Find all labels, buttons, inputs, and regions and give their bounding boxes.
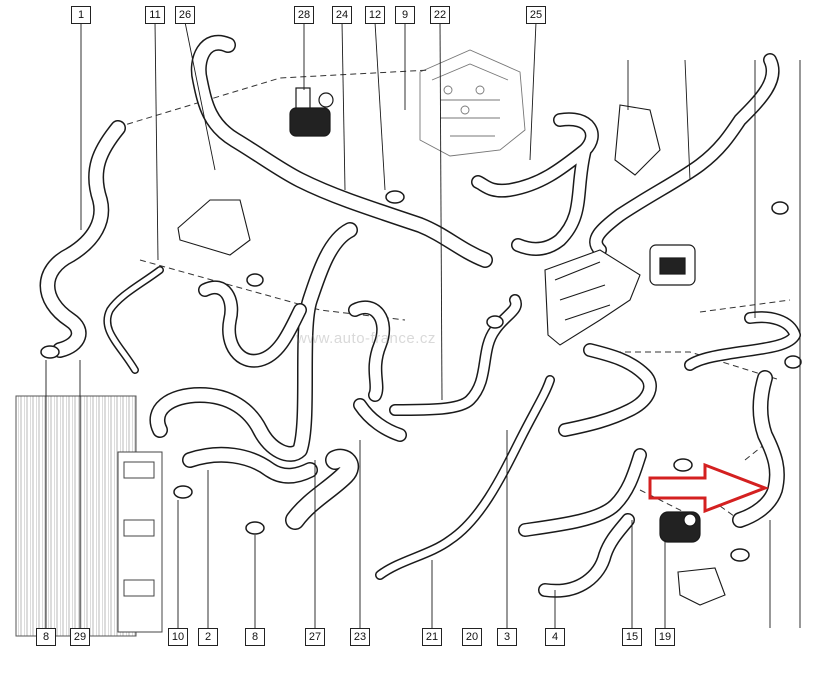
- watermark: www.auto-france.cz: [296, 330, 436, 347]
- leader-lines: [45, 21, 801, 628]
- highlight-arrow: [648, 462, 770, 514]
- bracket-19: [677, 567, 726, 606]
- clamps: [40, 190, 802, 562]
- callout-28: 28: [294, 6, 314, 24]
- engine-block: [419, 49, 526, 157]
- callout-27: 27: [305, 628, 325, 646]
- callout-3: 3: [497, 628, 517, 646]
- callout-20: 20: [462, 628, 482, 646]
- callout-29: 29: [70, 628, 90, 646]
- callout-8-left: 8: [36, 628, 56, 646]
- callout-2: 2: [198, 628, 218, 646]
- callout-26: 26: [175, 6, 195, 24]
- callout-23: 23: [350, 628, 370, 646]
- callout-4: 4: [545, 628, 565, 646]
- mounting-bracket: [177, 104, 661, 346]
- callout-12: 12: [365, 6, 385, 24]
- pumps: [289, 87, 701, 543]
- callout-11: 11: [145, 6, 165, 24]
- callout-22: 22: [430, 6, 450, 24]
- callout-21: 21: [422, 628, 442, 646]
- callout-19: 19: [655, 628, 675, 646]
- radiator: [15, 395, 163, 637]
- callout-15: 15: [622, 628, 642, 646]
- hoses: [39, 34, 801, 598]
- callout-9: 9: [395, 6, 415, 24]
- callout-10: 10: [168, 628, 188, 646]
- callout-24: 24: [332, 6, 352, 24]
- callout-1: 1: [71, 6, 91, 24]
- callout-25: 25: [526, 6, 546, 24]
- callout-8-right: 8: [245, 628, 265, 646]
